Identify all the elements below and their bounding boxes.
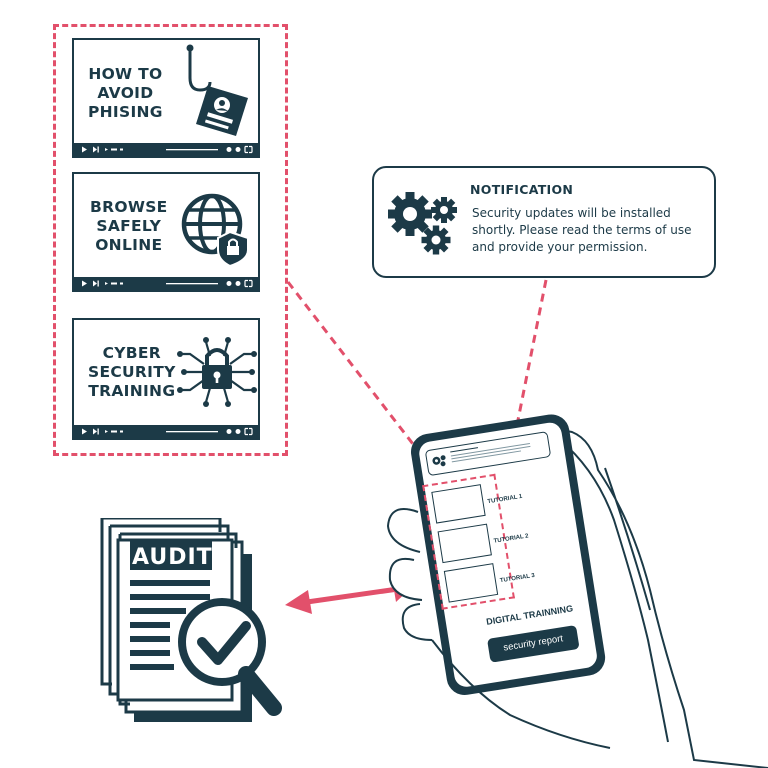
audit-documents-icon xyxy=(100,518,282,722)
gears-icon xyxy=(388,192,457,255)
video-controls[interactable] xyxy=(74,425,258,438)
tutorial-card-2[interactable]: BROWSE SAFELY ONLINE xyxy=(72,172,260,292)
tutorial-card-title: CYBER SECURITY TRAINING xyxy=(88,344,176,400)
phishing-hook-icon xyxy=(186,44,248,136)
tutorial-card-title: BROWSE SAFELY ONLINE xyxy=(90,198,168,254)
video-controls[interactable] xyxy=(74,143,258,156)
notification-box[interactable]: NOTIFICATION Security updates will be in… xyxy=(372,166,716,278)
tutorial-card-3[interactable]: CYBER SECURITY TRAINING xyxy=(72,318,260,440)
notification-title: NOTIFICATION xyxy=(470,182,574,197)
tutorial-card-title: HOW TO AVOID PHISING xyxy=(88,65,163,121)
network-lock-icon xyxy=(177,337,257,407)
phone-notification[interactable] xyxy=(424,431,552,477)
video-controls[interactable] xyxy=(74,277,258,290)
security-report-label: security report xyxy=(502,633,564,654)
phone-screen: TUTORIAL 1 TUTORIAL 2 TUTORIAL 3 DIGITAL… xyxy=(405,416,604,698)
gears-icon xyxy=(432,455,446,467)
security-report-button[interactable]: security report xyxy=(486,624,580,663)
tutorials-frame xyxy=(53,24,288,456)
audit-label: AUDIT xyxy=(132,545,213,570)
notification-body: Security updates will be installed short… xyxy=(472,206,692,254)
globe-shield-icon xyxy=(181,193,249,266)
phone-heading: DIGITAL TRAINNING xyxy=(485,603,574,627)
tutorial-card-1[interactable]: HOW TO AVOID PHISING xyxy=(72,38,260,158)
